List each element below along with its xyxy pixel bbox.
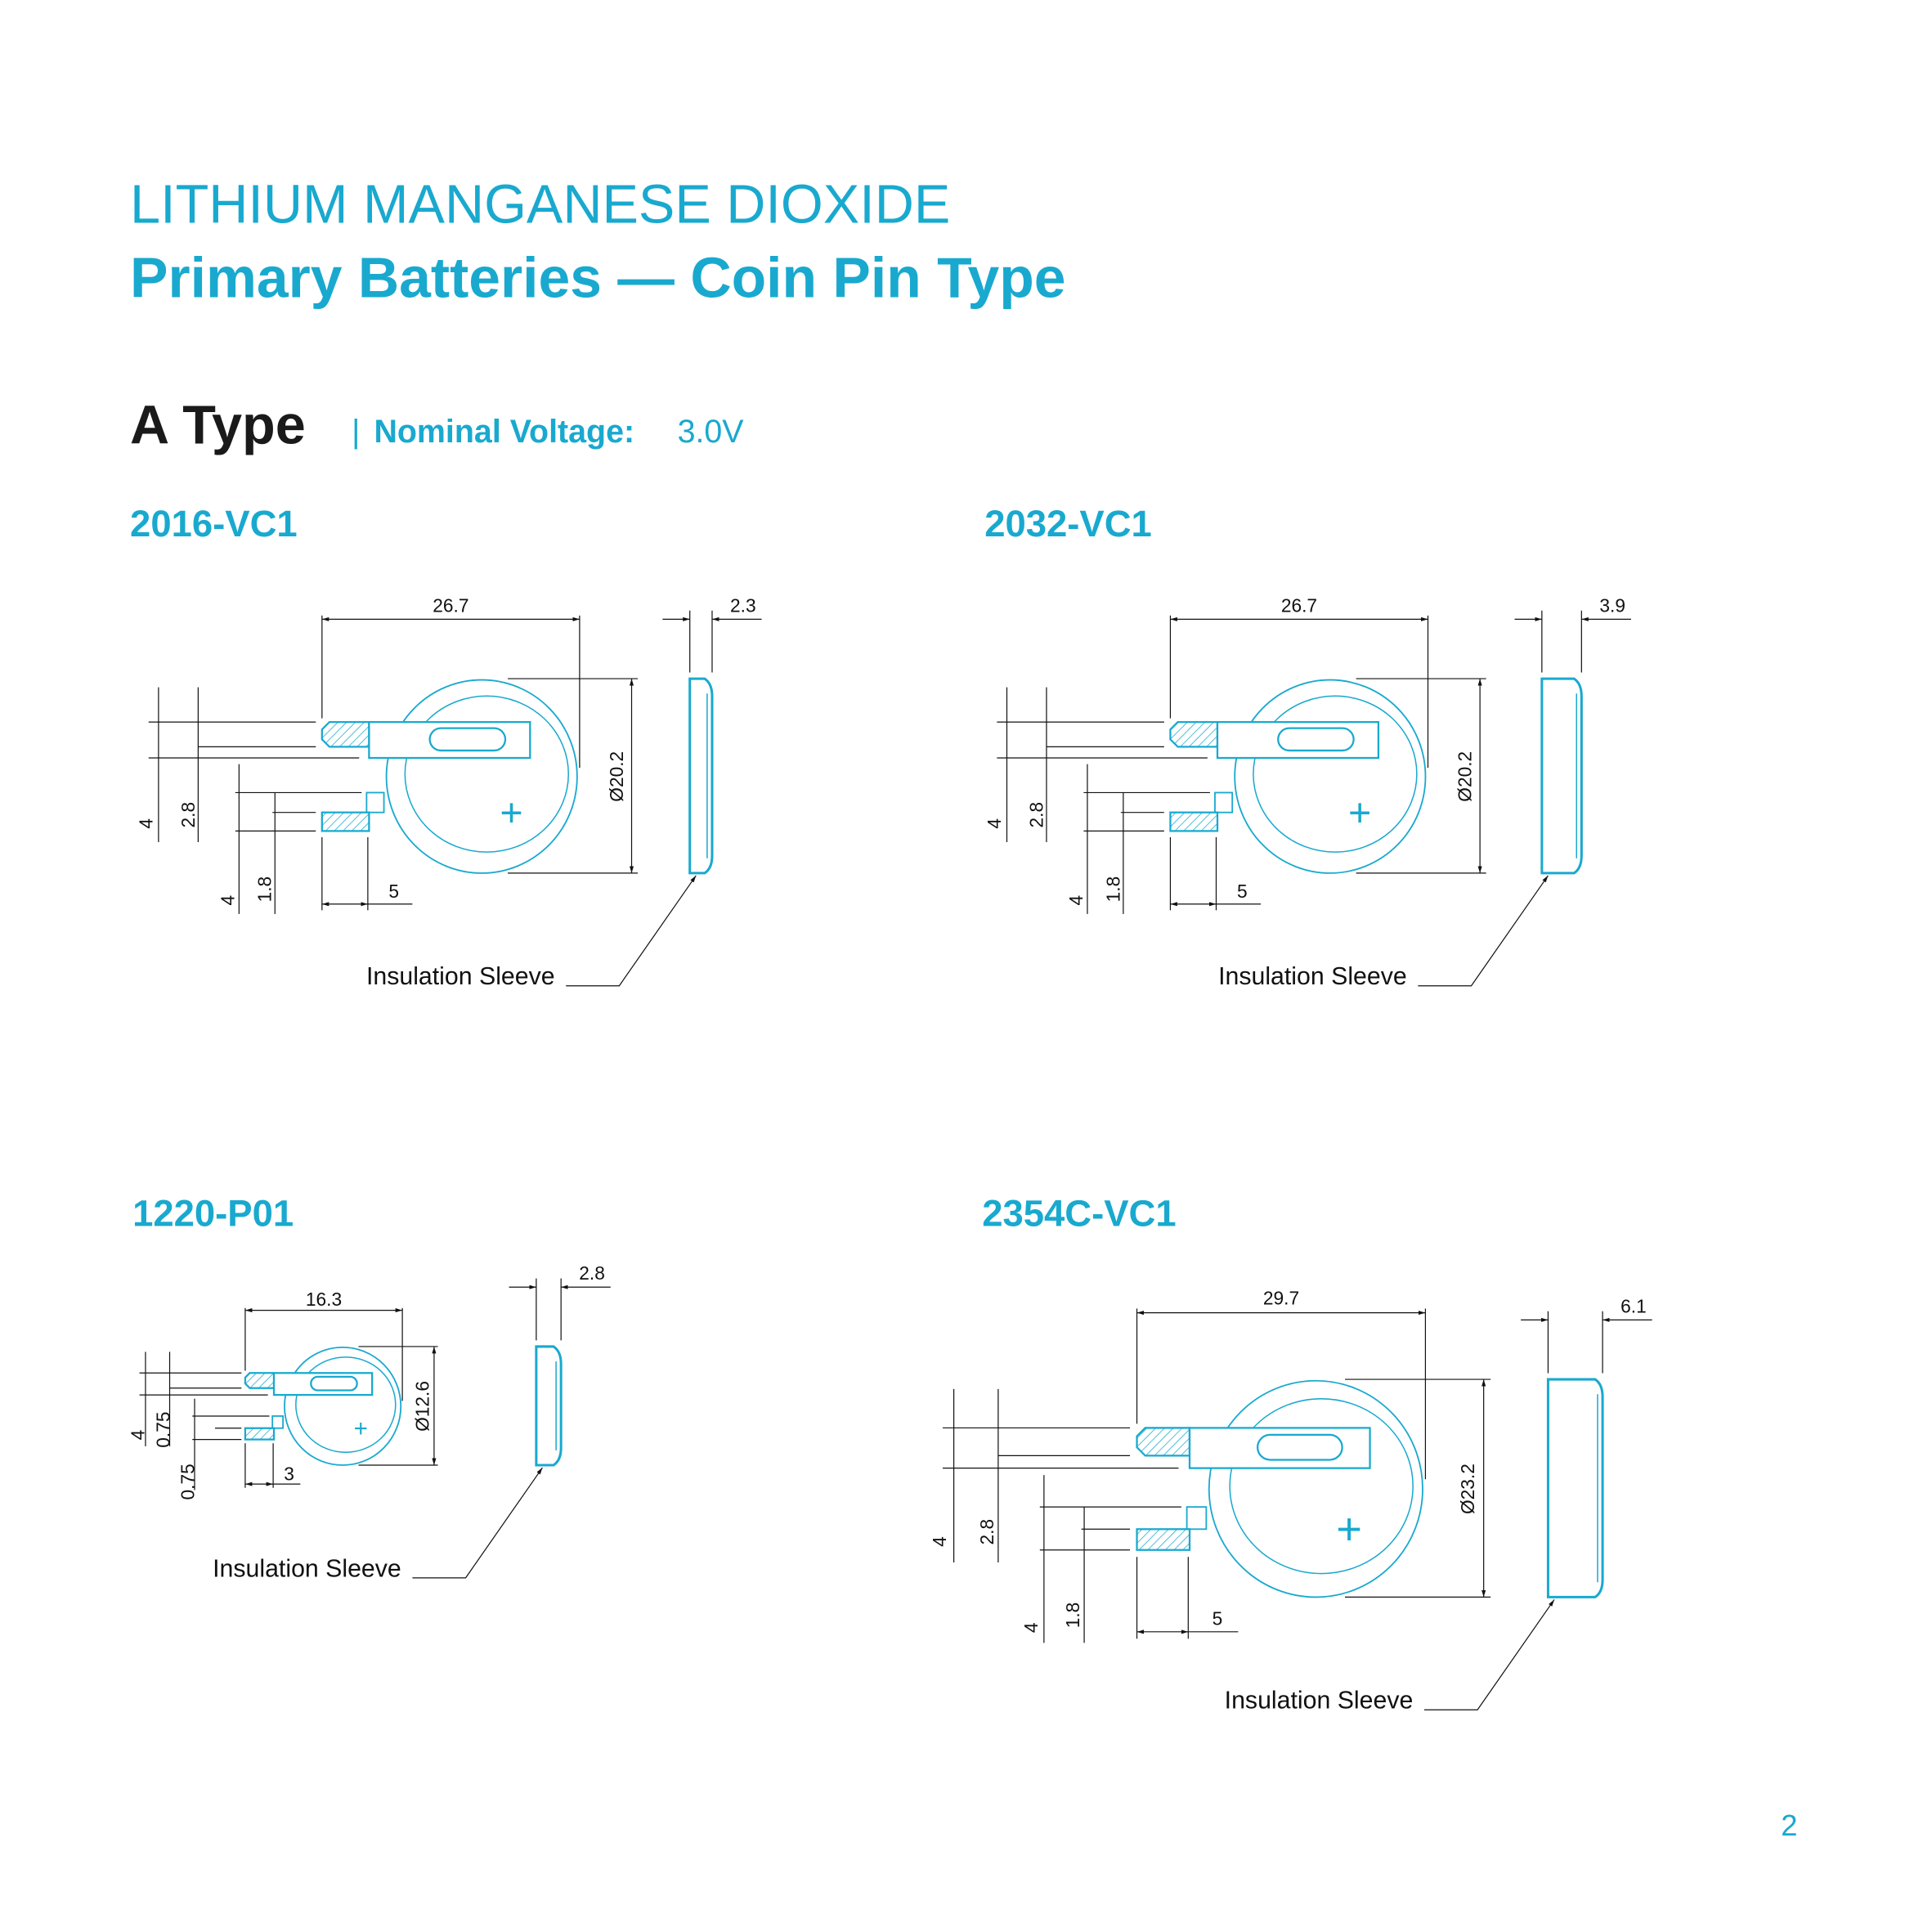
type-heading: A Type xyxy=(130,395,306,455)
voltage-label: Nominal Voltage: xyxy=(374,414,634,450)
thickness-dimension: 2.8 xyxy=(579,1262,605,1284)
width-dimension: 16.3 xyxy=(306,1289,342,1310)
lower-pin-hatched xyxy=(244,1427,276,1441)
thickness-dimension: 6.1 xyxy=(1620,1295,1647,1316)
tab-slot xyxy=(1256,1433,1343,1461)
lower-tab-notch xyxy=(271,1415,285,1429)
insulation-sleeve-label: Insulation Sleeve xyxy=(1218,963,1407,990)
lower-pin-hatched xyxy=(1169,811,1219,832)
title-line-2: Primary Batteries — Coin Pin Type xyxy=(130,246,1066,310)
pin-dimension: 2.8 xyxy=(1025,802,1047,828)
tab-slot xyxy=(428,727,507,752)
pin-dimension: 1.8 xyxy=(1062,1603,1083,1629)
lower-pin-hatched xyxy=(321,811,370,832)
pin-dimension: 4 xyxy=(929,1536,950,1547)
upper-tab xyxy=(368,720,531,760)
pin-dimension: 2.8 xyxy=(177,802,199,828)
coin-inner-outline xyxy=(1253,695,1418,853)
pin-dimension: 4 xyxy=(984,818,1005,829)
callout-leader-line xyxy=(1418,875,1549,987)
side-view-outline xyxy=(1540,677,1583,875)
coin-outer-outline xyxy=(385,679,578,874)
tab-slot xyxy=(1277,727,1355,752)
plus-icon: + xyxy=(354,1415,368,1442)
diameter-dimension: Ø20.2 xyxy=(606,751,627,802)
coin-outer-outline xyxy=(1234,679,1427,874)
width-dimension: 26.7 xyxy=(433,594,468,616)
side-view-outline xyxy=(1546,1378,1604,1598)
pin-dimension: 4 xyxy=(217,895,238,906)
plus-icon: + xyxy=(1348,791,1371,835)
pin-dimension: 1.8 xyxy=(1102,876,1123,903)
side-view-outline xyxy=(535,1345,563,1467)
lower-tab-notch xyxy=(1186,1506,1208,1531)
pin-dimension: 0.75 xyxy=(177,1464,198,1499)
width-dimension: 26.7 xyxy=(1281,594,1317,616)
pin-offset-dimension: 5 xyxy=(1237,881,1248,902)
side-view-outline xyxy=(688,677,714,875)
plus-icon: + xyxy=(1336,1504,1362,1554)
thickness-dimension: 2.3 xyxy=(730,594,756,616)
coin-outer-outline xyxy=(1208,1379,1423,1598)
voltage-value: 3.0V xyxy=(678,414,745,450)
pin-dimension: 4 xyxy=(1065,895,1087,906)
coin-inner-outline xyxy=(295,1356,397,1454)
title-line-1: LITHIUM MANGANESE DIOXIDE xyxy=(130,175,950,235)
insulation-sleeve-label: Insulation Sleeve xyxy=(1225,1688,1414,1715)
lower-pin-hatched xyxy=(1136,1528,1191,1551)
pin-dimension: 0.75 xyxy=(153,1411,174,1447)
part-title-1220-p01: 1220-P01 xyxy=(132,1193,294,1235)
pin-offset-dimension: 5 xyxy=(388,881,399,902)
insulation-sleeve-label: Insulation Sleeve xyxy=(366,963,555,990)
part-title-2354c-vc1: 2354C-VC1 xyxy=(982,1193,1176,1235)
lower-tab-notch xyxy=(1214,791,1234,814)
pin-dimension: 4 xyxy=(1020,1622,1042,1633)
diameter-dimension: Ø20.2 xyxy=(1455,751,1476,802)
part-title-2016-vc1: 2016-VC1 xyxy=(130,503,298,545)
coin-outer-outline xyxy=(284,1346,402,1466)
upper-pin-hatched xyxy=(244,1372,276,1389)
pin-offset-dimension: 5 xyxy=(1213,1607,1223,1629)
coin-inner-outline xyxy=(404,695,570,853)
upper-pin-hatched xyxy=(1169,720,1219,748)
part-title-2032-vc1: 2032-VC1 xyxy=(984,503,1152,545)
plus-icon: + xyxy=(500,791,522,835)
pin-offset-dimension: 3 xyxy=(284,1463,294,1484)
lower-tab-notch xyxy=(365,791,385,814)
pin-dimension: 4 xyxy=(135,818,156,829)
upper-pin-hatched xyxy=(321,720,370,748)
pin-dimension: 4 xyxy=(127,1430,148,1441)
diameter-dimension: Ø12.6 xyxy=(411,1381,433,1432)
callout-leader-line xyxy=(412,1467,543,1579)
pin-dimension: 1.8 xyxy=(254,876,276,903)
width-dimension: 29.7 xyxy=(1263,1287,1299,1308)
coin-inner-outline xyxy=(1229,1398,1414,1575)
separator: | xyxy=(352,414,360,450)
pin-dimension: 2.8 xyxy=(976,1519,997,1545)
insulation-sleeve-label: Insulation Sleeve xyxy=(213,1555,401,1582)
tab-slot xyxy=(310,1375,358,1392)
page-number: 2 xyxy=(1781,1809,1797,1842)
callout-leader-line xyxy=(1423,1599,1555,1710)
thickness-dimension: 3.9 xyxy=(1599,594,1625,616)
callout-leader-line xyxy=(566,875,697,987)
diameter-dimension: Ø23.2 xyxy=(1457,1464,1478,1514)
upper-pin-hatched xyxy=(1136,1427,1191,1457)
